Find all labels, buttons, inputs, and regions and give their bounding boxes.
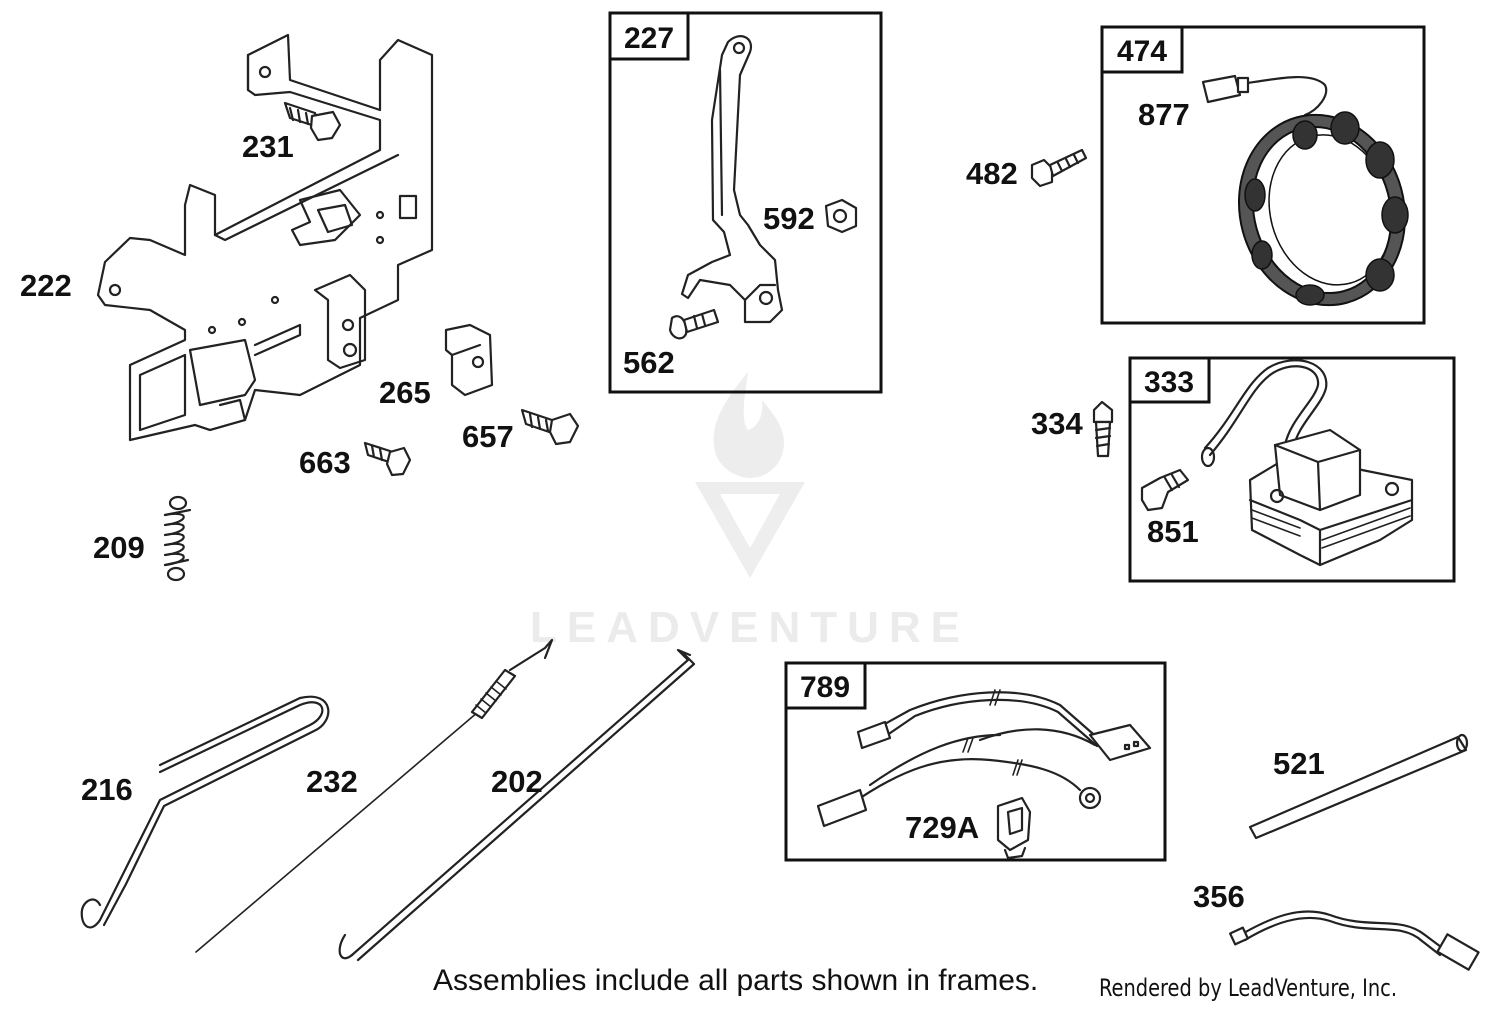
part-231-screw: [283, 101, 342, 142]
part-657-screw: [520, 408, 580, 446]
callout-592: 592: [763, 201, 815, 236]
part-265-clip: [444, 323, 494, 397]
callout-356: 356: [1193, 879, 1245, 914]
part-216-link-rod: [80, 695, 330, 929]
frame-label-789: 789: [800, 671, 850, 704]
assembly-frame-789: [784, 661, 1167, 862]
part-227-lever: [680, 35, 784, 324]
part-333-ignition-armature: [1200, 359, 1414, 567]
callout-231: 231: [242, 129, 294, 164]
assembly-frame-474: [1100, 25, 1426, 325]
assembly-frame-333: [1128, 356, 1456, 583]
part-334-screw: [1092, 400, 1114, 458]
callout-521: 521: [1273, 746, 1325, 781]
callout-663: 663: [299, 445, 351, 480]
part-663-screw: [363, 441, 412, 477]
watermark-text: LEADVENTURE: [530, 603, 970, 652]
part-474-alternator-stator: [1201, 74, 1409, 307]
callout-222: 222: [20, 268, 72, 303]
callout-232: 232: [306, 764, 358, 799]
callout-265: 265: [379, 375, 431, 410]
assemblies-footnote: Assemblies include all parts shown in fr…: [433, 964, 1038, 997]
frame-label-333: 333: [1144, 366, 1194, 399]
part-521-tube: [1248, 733, 1469, 840]
part-202-choke-link: [338, 648, 696, 962]
callout-877: 877: [1138, 97, 1190, 132]
callout-209: 209: [93, 530, 145, 565]
callout-562: 562: [623, 345, 675, 380]
callout-657: 657: [462, 419, 514, 454]
assembly-frame-227: [608, 11, 883, 394]
part-562-screw: [668, 308, 720, 340]
render-credit: Rendered by LeadVenture, Inc.: [1099, 974, 1397, 1002]
part-356-wire: [1229, 910, 1480, 971]
part-222-control-bracket: [96, 33, 434, 442]
callout-202: 202: [491, 764, 543, 799]
frame-label-474: 474: [1117, 35, 1167, 68]
leadventure-watermark-logo: [695, 372, 805, 578]
part-789-wire-harness: [816, 689, 1152, 828]
callout-482: 482: [966, 156, 1018, 191]
part-232-governor-link: [195, 638, 554, 953]
callout-729a: 729A: [905, 810, 979, 845]
part-729a-clip: [996, 796, 1032, 860]
callout-334: 334: [1031, 406, 1083, 441]
callout-851: 851: [1147, 514, 1199, 549]
part-851-spark-plug-boot: [1140, 468, 1190, 512]
part-209-spring: [163, 495, 192, 582]
frame-label-227: 227: [624, 22, 674, 55]
part-482-bolt: [1030, 148, 1088, 188]
part-592-nut: [824, 198, 858, 234]
callout-216: 216: [81, 772, 133, 807]
